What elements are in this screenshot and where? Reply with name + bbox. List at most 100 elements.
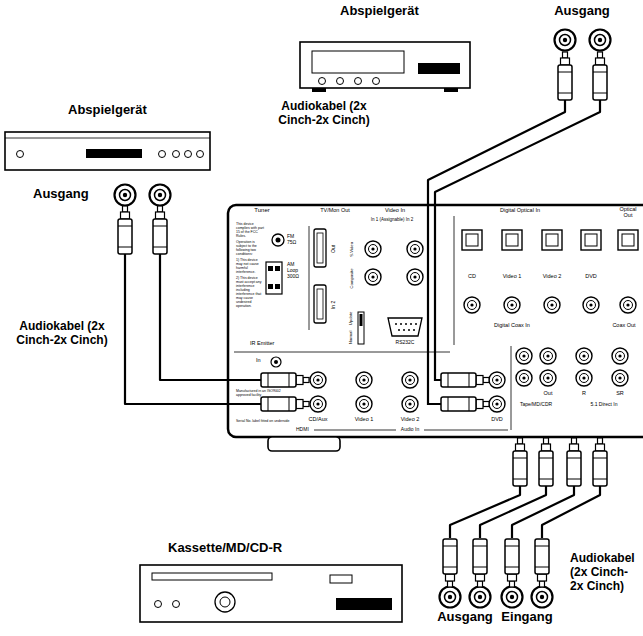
receiver-rear-panel: TunerThis device complies with part 15 o…: [228, 205, 643, 437]
cable-label: Audiokabel (2x Cinch-2x Cinch): [4, 320, 120, 348]
rs232-pin: [415, 323, 417, 325]
panel-label: Video 2: [543, 273, 562, 279]
panel-label: FM 75Ω: [287, 234, 303, 246]
panel-label: S-Video: [350, 242, 355, 257]
audio-jack: [612, 370, 628, 386]
optical-in: [502, 230, 522, 250]
knob: [17, 151, 24, 158]
coax-jack: [620, 297, 636, 313]
hdmi-port: [314, 229, 326, 267]
group-bracket: [424, 430, 508, 431]
am-terminal: [266, 262, 282, 294]
panel-label: Normal: [350, 330, 355, 344]
cable-label: Audiokabel (2x Cinch-2x Cinch): [266, 100, 382, 128]
audio-jack: [310, 372, 326, 388]
panel-label: Video 1: [503, 273, 522, 279]
panel-label: Video 1: [355, 416, 374, 422]
cable-plug: [593, 52, 607, 100]
compliance-note: Operation is subject to the following tw…: [236, 240, 264, 256]
panel-label: IR Emitter: [250, 340, 274, 346]
cable-plug: [261, 397, 309, 411]
audio-jack: [489, 396, 505, 412]
cable-plug: [505, 539, 519, 587]
cable-plug: [441, 373, 489, 387]
coax-jack: [504, 297, 520, 313]
panel-label: Composite: [350, 268, 355, 288]
am-clip: [268, 266, 273, 271]
rs232-pin: [410, 323, 412, 325]
panel-label: AM Loop 300Ω: [287, 262, 305, 279]
ir-jack-pin: [274, 360, 278, 364]
panel-label: R: [582, 390, 586, 396]
cable-plug: [535, 539, 549, 587]
rs232-pin: [408, 329, 410, 331]
cable-wire: [228, 205, 442, 404]
audio-jack: [356, 396, 372, 412]
section-divider: [454, 216, 455, 345]
am-clip: [268, 284, 273, 289]
cable-plug: [441, 397, 489, 411]
panel-label: CD: [468, 273, 476, 279]
cassette-slot: [152, 573, 272, 580]
coax-jack: [464, 297, 480, 313]
panel-label: In 2: [331, 301, 337, 309]
composite-jack: [365, 269, 381, 285]
knob: [159, 151, 166, 158]
coax-jack: [583, 297, 599, 313]
cable-wire: [435, 92, 600, 205]
knob: [197, 151, 204, 158]
rs232-pin: [400, 323, 402, 325]
cable-plug: [593, 438, 607, 486]
deck-jack: [440, 587, 461, 608]
panel-label: In: [256, 357, 261, 363]
audio-jack: [540, 348, 556, 364]
cable-plug: [567, 438, 581, 486]
section-divider: [511, 346, 512, 430]
panel-label: Tuner: [254, 207, 269, 214]
section-divider: [234, 352, 450, 353]
output-jack: [115, 185, 136, 206]
output-jack: [590, 30, 611, 51]
panel-label: Out: [331, 245, 337, 253]
deck-tray: [336, 598, 392, 610]
optical-out: [618, 230, 638, 250]
audio-cable: [428, 92, 600, 205]
panel-label: DVD: [491, 416, 503, 422]
ir-jack: [271, 357, 281, 367]
panel-label: DVD: [585, 273, 597, 279]
cable-wire: [428, 92, 565, 205]
receiver-foot: [268, 437, 340, 451]
panel-label: Out: [544, 390, 553, 396]
hdmi-inner: [317, 289, 323, 319]
panel-label: Serial No. label fitted on underside: [236, 419, 292, 423]
knob: [173, 151, 180, 158]
device-heading: Abspielgerät: [68, 103, 147, 118]
s-video-jack: [365, 241, 381, 257]
panel-label: Manufactured in an ISO9002 approved faci…: [236, 389, 292, 397]
panel-label: TV/Mon Out: [320, 207, 350, 213]
audio-jack: [402, 372, 418, 388]
volume-knob: [215, 592, 235, 612]
output-jack: [150, 185, 171, 206]
deck-jack: [502, 587, 523, 608]
audio-jack: [489, 372, 505, 388]
cable-plug: [153, 206, 167, 254]
receiver-panel: [228, 205, 643, 437]
switch-lever: [360, 314, 363, 326]
cable-plug: [513, 438, 527, 486]
s-video-jack: [407, 241, 423, 257]
panel-label: Digital Coax In: [494, 322, 530, 328]
rs232-pin: [395, 323, 397, 325]
panel-label: Video In: [385, 207, 405, 213]
rs232-pin: [403, 329, 405, 331]
cable-wire: [512, 437, 574, 538]
knob: [185, 151, 192, 158]
panel-label: Digital Optical In: [500, 207, 540, 213]
cable-plug: [261, 373, 309, 387]
device-heading: Kassette/MD/CD-R: [168, 541, 282, 556]
panel-label: 5.1 Direct In: [591, 402, 618, 408]
panel-label: CD/Aux: [309, 416, 328, 422]
deck-jack: [470, 587, 491, 608]
